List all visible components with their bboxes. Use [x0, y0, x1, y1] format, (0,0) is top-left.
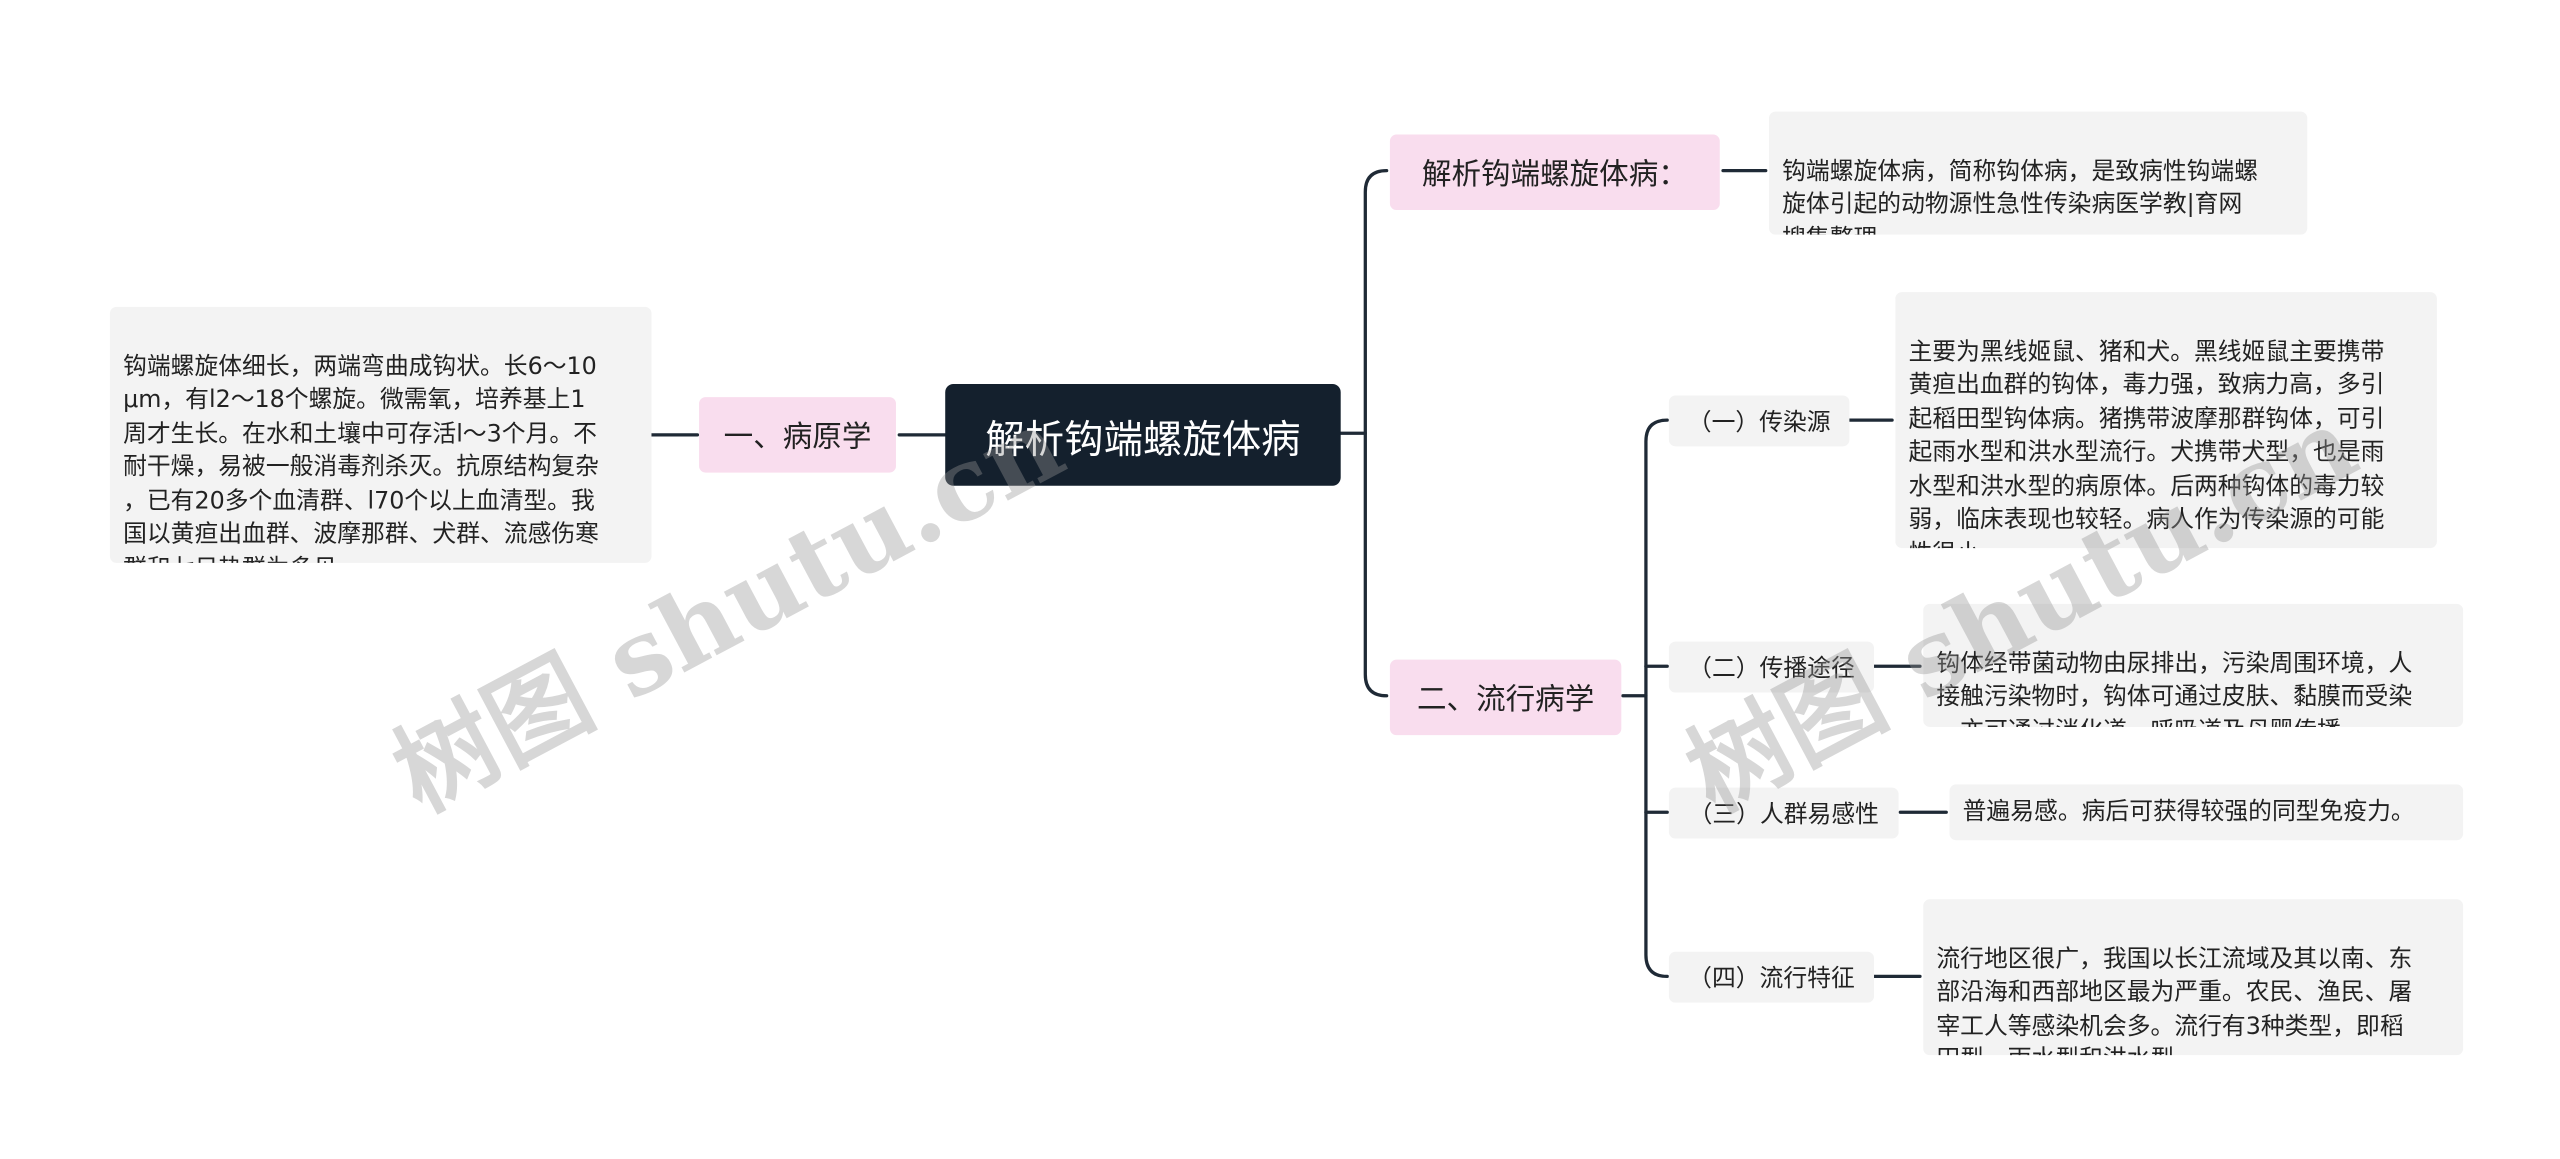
leaf-susceptibility: 普遍易感。病后可获得较强的同型免疫力。	[1949, 784, 2464, 841]
branch-etiology-label: 一、病原学	[723, 420, 872, 455]
sub-epidemic-features[interactable]: （四）流行特征	[1668, 951, 1875, 1003]
leaf-etiology-text: 钩端螺旋体细长，两端弯曲成钩状。长6～10 μm，有l2～18个螺旋。微需氧，培…	[123, 353, 599, 563]
branch-intro-label: 解析钩端螺旋体病：	[1421, 157, 1688, 192]
leaf-intro: 钩端螺旋体病，简称钩体病，是致病性钩端螺 旋体引起的动物源性急性传染病医学教|育…	[1768, 111, 2308, 235]
branch-epidemiology-label: 二、流行病学	[1417, 682, 1595, 718]
leaf-epidemic-features: 流行地区很广，我国以长江流域及其以南、东 部沿海和西部地区最为严重。农民、渔民、…	[1923, 899, 2464, 1056]
connector-epi-trunk	[1644, 418, 1669, 979]
connector-right-trunk	[1363, 169, 1389, 698]
leaf-intro-text: 钩端螺旋体病，简称钩体病，是致病性钩端螺 旋体引起的动物源性急性传染病医学教|育…	[1782, 158, 2259, 234]
root-node[interactable]: 解析钩端螺旋体病	[945, 383, 1341, 486]
leaf-etiology: 钩端螺旋体细长，两端弯曲成钩状。长6～10 μm，有l2～18个螺旋。微需氧，培…	[109, 306, 652, 563]
branch-epidemiology[interactable]: 二、流行病学	[1389, 659, 1622, 736]
leaf-infection-source-text: 主要为黑线姬鼠、猪和犬。黑线姬鼠主要携带 黄疸出血群的钩体，毒力强，致病力高，多…	[1908, 338, 2385, 548]
sub-infection-source[interactable]: （一）传染源	[1668, 395, 1850, 447]
branch-etiology[interactable]: 一、病原学	[699, 397, 896, 473]
sub-susceptibility[interactable]: （三）人群易感性	[1668, 787, 1899, 839]
leaf-epidemic-features-text: 流行地区很广，我国以长江流域及其以南、东 部沿海和西部地区最为严重。农民、渔民、…	[1936, 946, 2413, 1055]
leaf-transmission-route: 钩体经带菌动物由尿排出，污染周围环境，人 接触污染物时，钩体可通过皮肤、黏膜而受…	[1923, 603, 2464, 727]
sub-transmission-route[interactable]: （二）传播途径	[1668, 641, 1875, 693]
root-label: 解析钩端螺旋体病	[985, 415, 1301, 462]
sub-epidemic-features-label: （四）流行特征	[1688, 966, 1855, 993]
leaf-susceptibility-text: 普遍易感。病后可获得较强的同型免疫力。	[1962, 798, 2415, 826]
leaf-transmission-route-text: 钩体经带菌动物由尿排出，污染周围环境，人 接触污染物时，钩体可通过皮肤、黏膜而受…	[1936, 650, 2413, 727]
sub-susceptibility-label: （三）人群易感性	[1688, 802, 1879, 829]
leaf-infection-source: 主要为黑线姬鼠、猪和犬。黑线姬鼠主要携带 黄疸出血群的钩体，毒力强，致病力高，多…	[1895, 292, 2437, 549]
branch-intro[interactable]: 解析钩端螺旋体病：	[1389, 134, 1720, 211]
sub-infection-source-label: （一）传染源	[1687, 410, 1831, 437]
sub-transmission-route-label: （二）传播途径	[1688, 656, 1855, 683]
